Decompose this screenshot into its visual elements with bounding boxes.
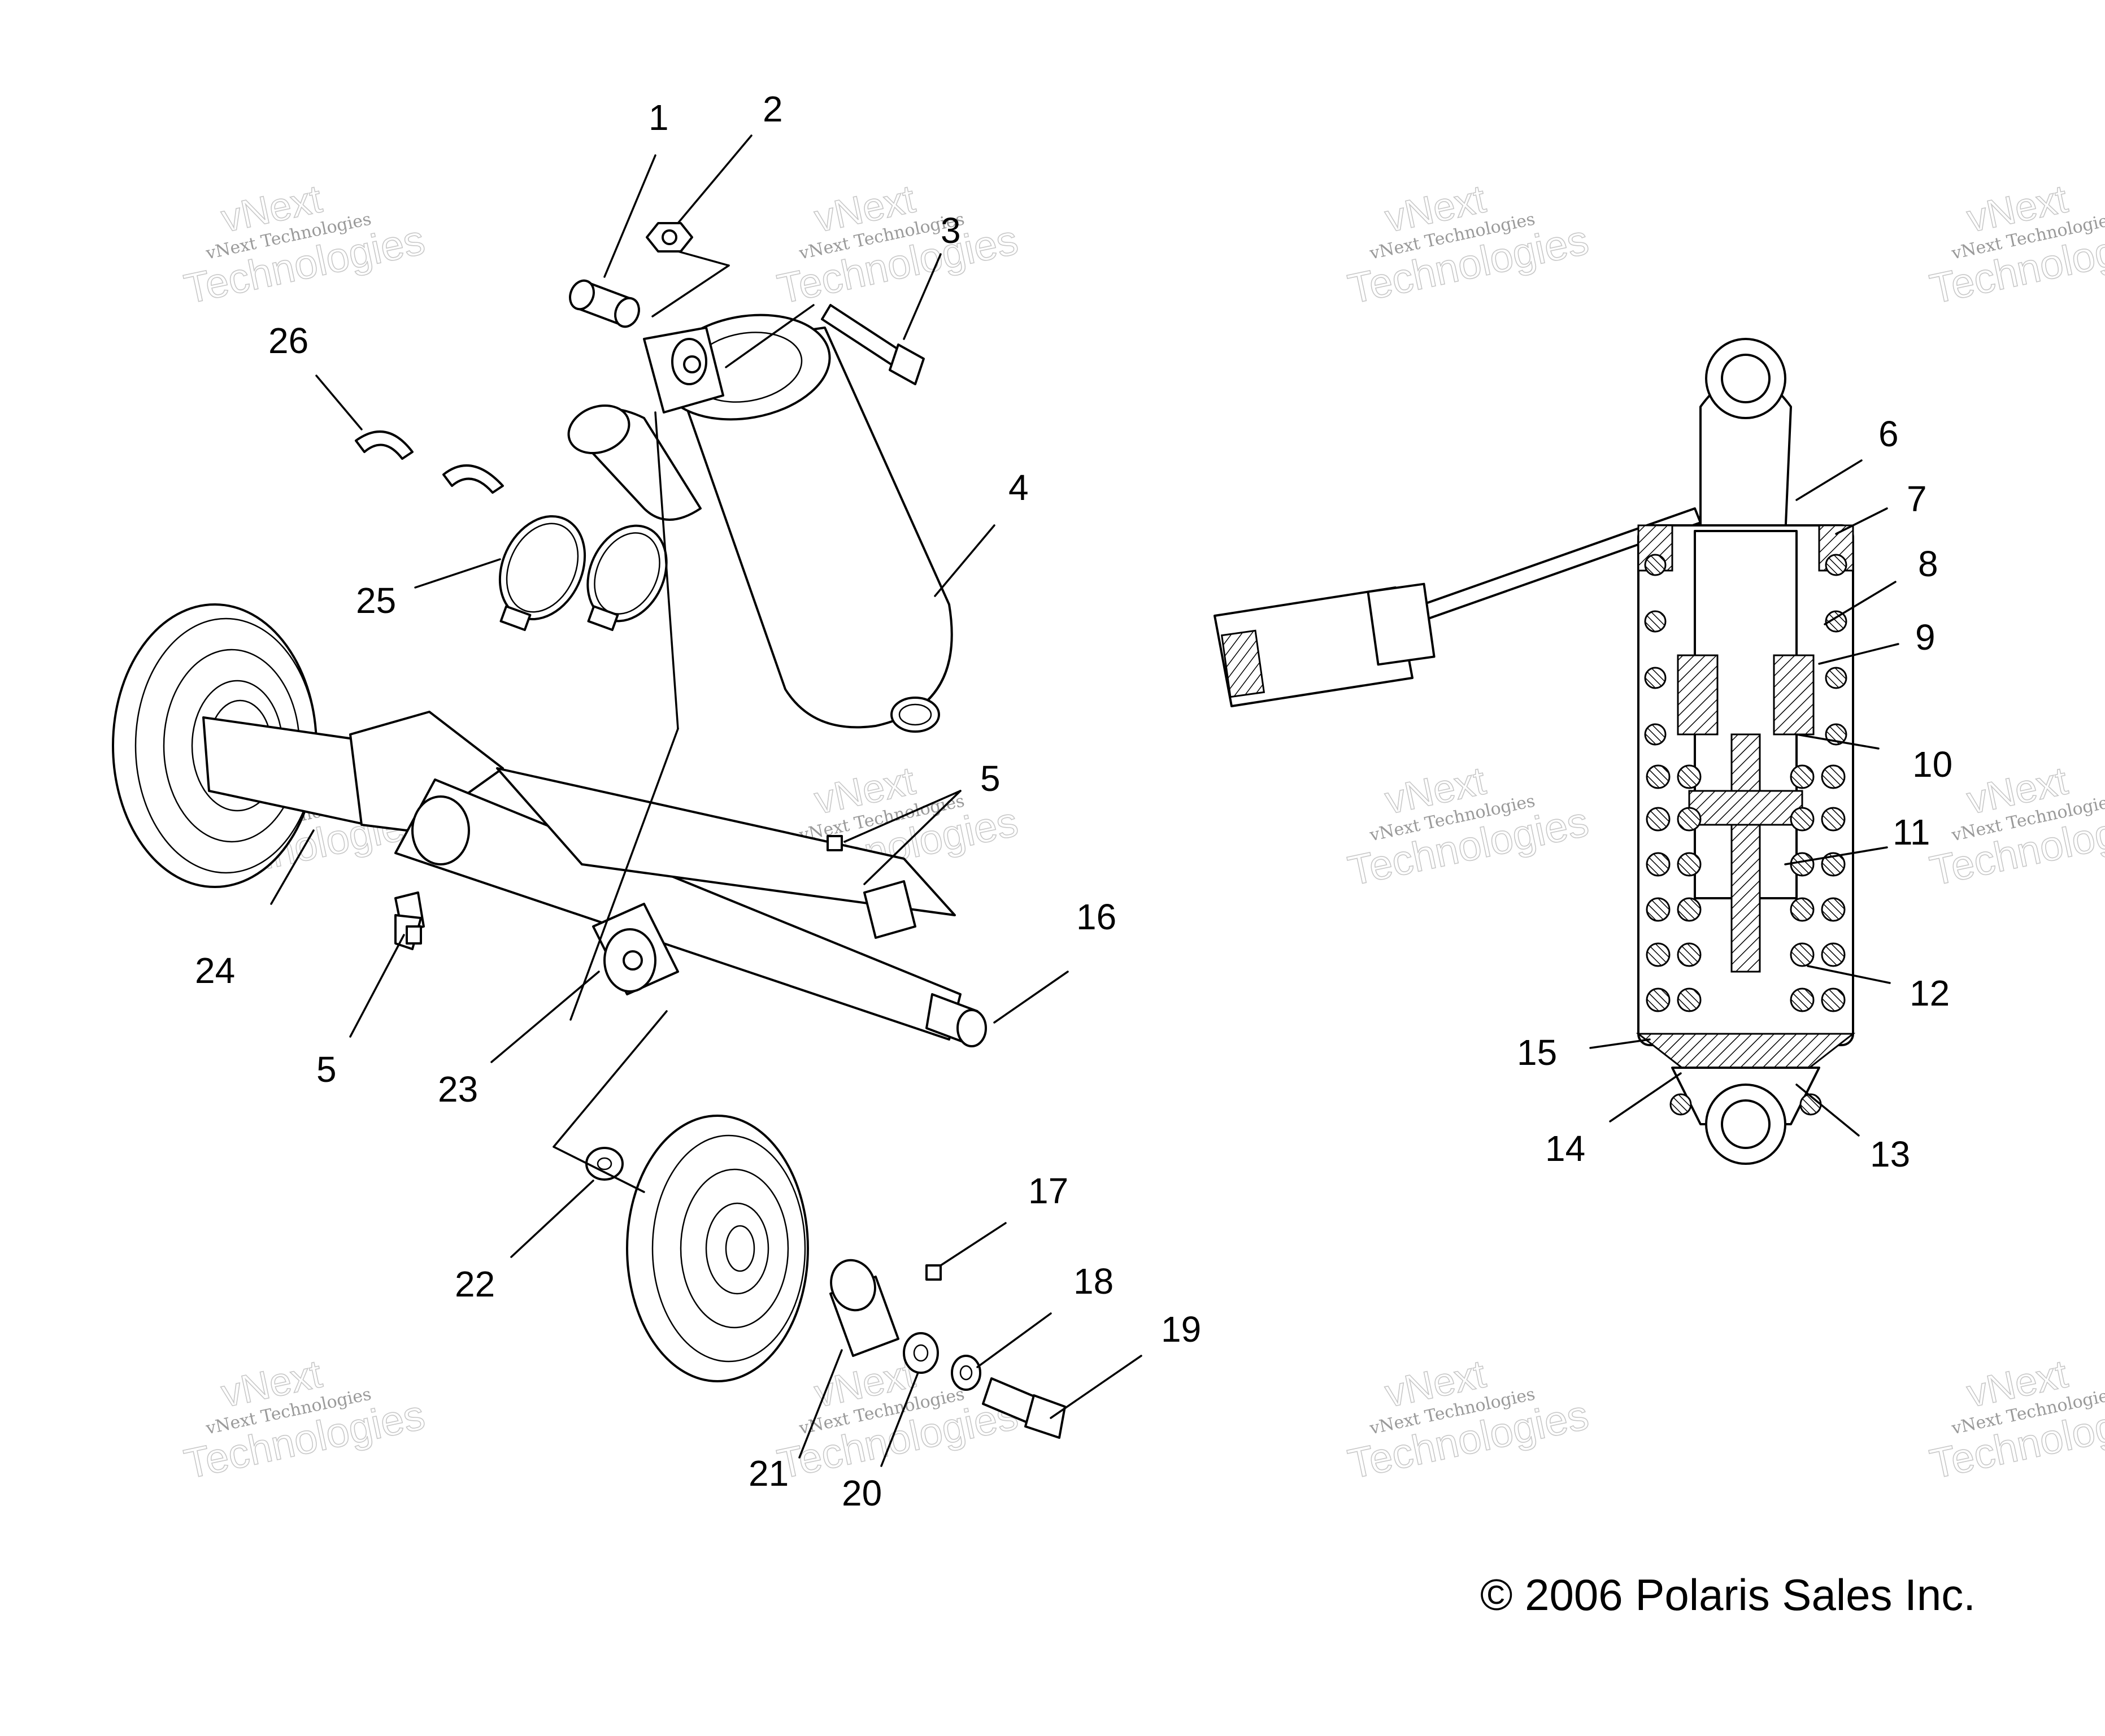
part-3-bolt [821, 304, 925, 385]
watermark: vNext vNext Technologies Technologies [180, 176, 429, 313]
part-arm-assembly [202, 711, 987, 1047]
copyright-notice: © 2006 Polaris Sales Inc. [1480, 1570, 1976, 1620]
callout-26: 26 [268, 320, 308, 361]
watermark: vNext vNext Technologies Technologies [1343, 758, 1593, 895]
part-20-washer [903, 1332, 939, 1374]
callout-18: 18 [1073, 1261, 1114, 1302]
callout-11: 11 [1893, 812, 1930, 852]
callout-numbers: 1 2 3 4 5 5 6 7 8 9 10 11 12 13 14 15 16… [195, 89, 1952, 1513]
callout-4: 4 [1008, 467, 1029, 508]
watermark: vNext vNext Technologies Technologies [180, 1351, 429, 1488]
watermark: vNext vNext Technologies Technologies [1343, 176, 1593, 313]
callout-19: 19 [1161, 1309, 1201, 1350]
part-26-clips [355, 430, 504, 494]
callout-17: 17 [1028, 1171, 1068, 1211]
part-19-bolt [982, 1377, 1066, 1439]
callout-5: 5 [980, 758, 1001, 799]
callout-24: 24 [195, 950, 235, 991]
part-17-fitting [925, 1264, 942, 1281]
watermark: vNext vNext Technologies Technologies [1925, 1351, 2105, 1488]
callout-1: 1 [649, 97, 669, 138]
watermark: vNext vNext Technologies Technologies [773, 176, 1022, 313]
watermark: vNext vNext Technologies Technologies [773, 1351, 1022, 1488]
callout-3: 3 [941, 210, 961, 251]
part-21-bushing [829, 1259, 899, 1357]
watermark: vNext vNext Technologies Technologies [1925, 176, 2105, 313]
part-shock-cutaway [1214, 338, 1856, 1165]
callout-2: 2 [763, 89, 783, 129]
callout-20: 20 [842, 1473, 882, 1513]
callout-22: 22 [455, 1264, 495, 1304]
callout-23: 23 [438, 1069, 478, 1110]
callout-25: 25 [356, 580, 396, 621]
part-25-clamps [498, 515, 668, 632]
part-18-washer [951, 1355, 981, 1391]
callout-6: 6 [1878, 414, 1899, 454]
callout-7: 7 [1907, 478, 1927, 519]
part-1-spacer [569, 279, 640, 328]
part-5-grease-fitting [406, 835, 843, 945]
part-22-washer [585, 1147, 624, 1181]
leader-lines [270, 134, 1899, 1467]
part-2-nut [646, 222, 693, 253]
callout-15: 15 [1517, 1032, 1557, 1073]
callout-10: 10 [1912, 744, 1952, 785]
part-lower-wheel [626, 1115, 809, 1382]
callout-14: 14 [1545, 1128, 1585, 1169]
callout-5: 5 [316, 1049, 337, 1090]
callout-16: 16 [1076, 897, 1116, 937]
callout-9: 9 [1915, 617, 1936, 658]
callout-12: 12 [1910, 973, 1950, 1013]
watermark: vNext vNext Technologies Technologies [1343, 1351, 1593, 1488]
callout-21: 21 [749, 1453, 789, 1494]
callout-8: 8 [1918, 543, 1938, 584]
callout-13: 13 [1870, 1134, 1910, 1174]
part-4-shock-body [567, 314, 953, 733]
